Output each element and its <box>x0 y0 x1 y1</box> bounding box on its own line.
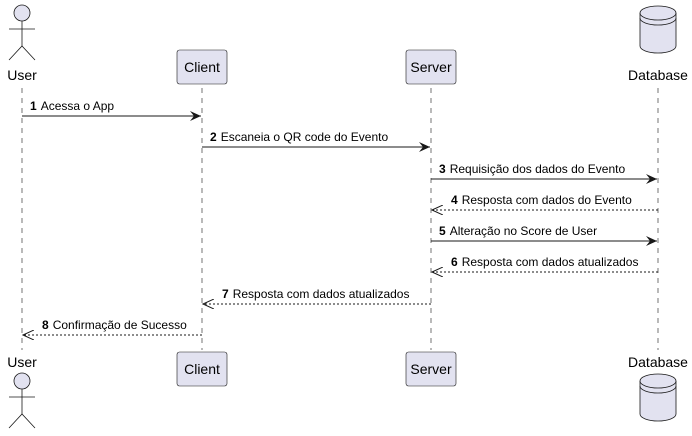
lifelines <box>21 88 659 350</box>
participant-top-client: Client <box>176 49 228 85</box>
database-ring <box>639 17 677 26</box>
message-text: Acessa o App <box>41 99 115 113</box>
message-number: 3 <box>439 162 446 176</box>
database-top <box>639 5 677 21</box>
message-label: 2 Escaneia o QR code do Evento <box>210 130 388 144</box>
participants-bottom: User Client Server Database <box>7 351 688 429</box>
actor-top-user: User <box>7 4 37 83</box>
participant-box <box>176 351 228 387</box>
message-text: Escaneia o QR code do Evento <box>221 130 389 144</box>
message-number: 6 <box>451 255 458 269</box>
participant-bottom-client: Client <box>176 351 228 387</box>
participant-label: User <box>7 354 37 370</box>
database-body <box>639 13 677 54</box>
participant-label: User <box>7 67 37 83</box>
message-text: Alteração no Score de User <box>450 224 597 238</box>
database-top <box>639 373 677 389</box>
message-text: Confirmação de Sucesso <box>53 318 187 332</box>
messages: 1 Acessa o App 2 Escaneia o QR code do Even… <box>22 99 658 335</box>
participant-label: Server <box>410 361 452 377</box>
message-3: 3 Requisição dos dados do Evento <box>431 162 657 184</box>
message-number: 1 <box>30 99 37 113</box>
message-label: 3 Requisição dos dados do Evento <box>439 162 625 176</box>
message-label: 8 Confirmação de Sucesso <box>42 318 187 332</box>
message-label: 6 Resposta com dados atualizados <box>451 255 638 269</box>
message-5: 5 Alteração no Score de User <box>431 224 657 246</box>
participant-label: Client <box>184 59 220 75</box>
actor-legs <box>8 413 36 429</box>
message-label: 4 Resposta com dados do Evento <box>451 193 632 207</box>
database-body <box>639 381 677 422</box>
message-1: 1 Acessa o App <box>22 99 201 121</box>
message-number: 5 <box>439 224 446 238</box>
message-number: 4 <box>451 193 458 207</box>
participant-box <box>405 351 457 387</box>
message-text: Resposta com dados do Evento <box>462 193 632 207</box>
message-label: 1 Acessa o App <box>30 99 114 113</box>
participant-box <box>176 49 228 85</box>
participant-label: Database <box>628 67 688 83</box>
message-4: 4 Resposta com dados do Evento <box>432 193 658 210</box>
database-ring <box>639 385 677 394</box>
actor-head <box>13 4 31 22</box>
participant-label: Client <box>184 361 220 377</box>
message-number: 7 <box>222 287 229 301</box>
message-text: Requisição dos dados do Evento <box>450 162 626 176</box>
message-7: 7 Resposta com dados atualizados <box>203 287 431 304</box>
message-text: Resposta com dados atualizados <box>233 287 410 301</box>
participant-label: Server <box>410 59 452 75</box>
participant-label: Database <box>628 354 688 370</box>
participant-box <box>405 49 457 85</box>
actor-bottom-user: User <box>7 354 37 429</box>
actor-head <box>13 372 31 390</box>
message-2: 2 Escaneia o QR code do Evento <box>202 130 430 152</box>
message-label: 7 Resposta com dados atualizados <box>222 287 409 301</box>
message-text: Resposta com dados atualizados <box>462 255 639 269</box>
message-number: 2 <box>210 130 217 144</box>
message-number: 8 <box>42 318 49 332</box>
message-6: 6 Resposta com dados atualizados <box>432 255 658 272</box>
actor-legs <box>8 45 36 61</box>
message-8: 8 Confirmação de Sucesso <box>23 318 202 335</box>
database-top-database: Database <box>628 5 688 83</box>
participant-bottom-server: Server <box>405 351 457 387</box>
database-bottom-database: Database <box>628 354 688 422</box>
participant-top-server: Server <box>405 49 457 85</box>
message-label: 5 Alteração no Score de User <box>439 224 597 238</box>
